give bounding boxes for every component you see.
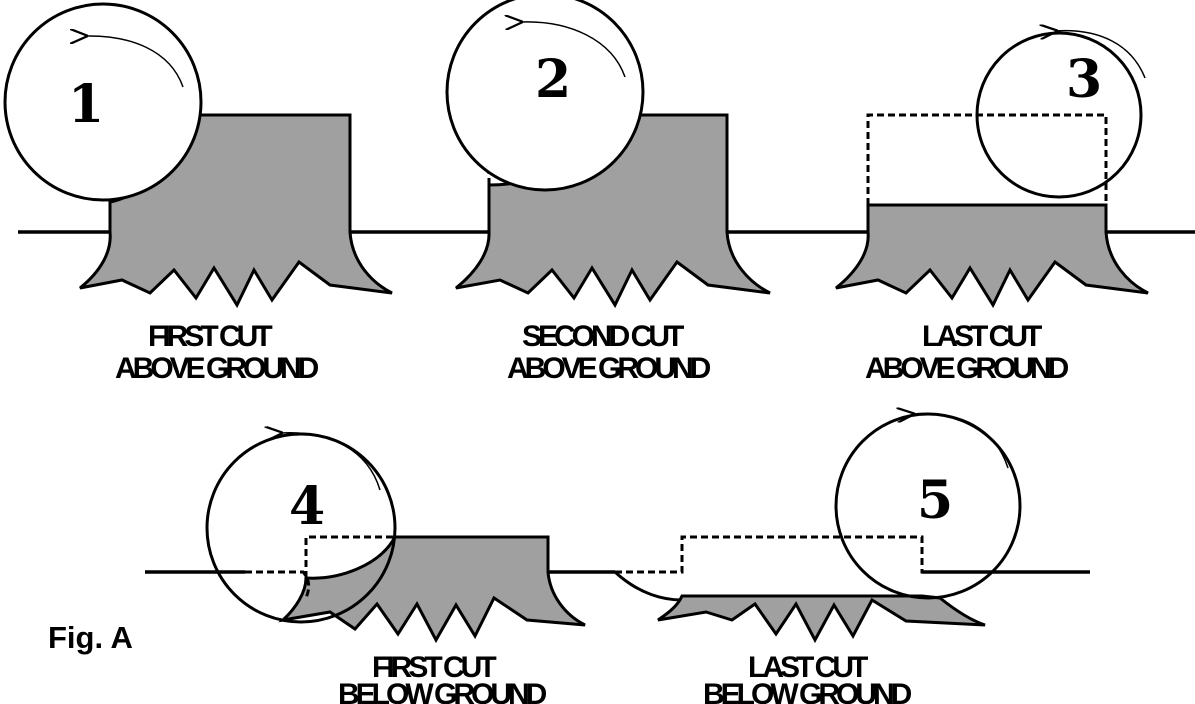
rotation-arrow-4 (280, 433, 381, 491)
rotation-arrow-2 (520, 22, 626, 78)
step-3-group: 3 LAST CUT ABOVE GROUND (835, 31, 1149, 385)
stump-3 (835, 203, 1149, 309)
grinder-wheel-2 (445, 0, 645, 192)
caption-3-line-1: LAST CUT (922, 320, 1042, 353)
caption-5-line-1: LAST CUT (748, 651, 868, 684)
step-number-3: 3 (1066, 49, 1102, 110)
step-2-group: 2 SECOND CUT ABOVE GROUND (445, 0, 771, 385)
step-number-5: 5 (917, 470, 953, 531)
cut-outline-4 (245, 570, 311, 599)
cut-outline-3 (866, 113, 1108, 205)
cut-outline-4-top (304, 535, 395, 578)
caption-5-line-2: BELOW GROUND (703, 678, 912, 704)
figure-label: Fig. A (48, 620, 133, 655)
grinder-wheel-3 (975, 31, 1143, 199)
step-1-group: 1 FIRST CUT ABOVE GROUND (3, 2, 393, 385)
caption-4-line-1: FIRST CUT (372, 651, 496, 684)
rotation-arrow-1 (85, 36, 184, 88)
grinder-wheel-1 (3, 2, 203, 202)
cut-outline-5 (615, 535, 990, 574)
step-number-1: 1 (68, 74, 104, 135)
caption-3-line-2: ABOVE GROUND (865, 352, 1069, 385)
stump-5 (657, 594, 986, 644)
caption-2-line-2: ABOVE GROUND (507, 352, 711, 385)
step-5-group: 5 LAST CUT BELOW GROUND (613, 413, 1022, 704)
step-number-2: 2 (535, 49, 571, 110)
step-number-4: 4 (289, 476, 325, 537)
caption-2-line-1: SECOND CUT (522, 320, 684, 353)
stump-4 (278, 535, 586, 644)
step-4-group: 4 FIRST CUT BELOW GROUND (205, 432, 586, 704)
caption-4-line-2: BELOW GROUND (338, 678, 547, 704)
rotation-arrow-5 (912, 413, 1009, 469)
caption-1-line-2: ABOVE GROUND (115, 352, 319, 385)
dug-hole-5 (613, 570, 683, 602)
rotation-arrow-3 (1055, 31, 1146, 79)
grinder-wheel-4 (205, 432, 397, 624)
caption-1-line-1: FIRST CUT (148, 320, 272, 353)
